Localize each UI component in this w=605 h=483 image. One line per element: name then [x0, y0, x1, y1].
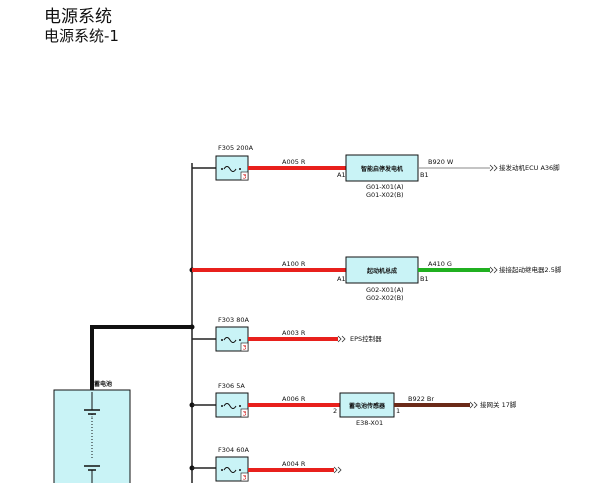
sensor-conn: E38-X01 [356, 419, 383, 427]
fuse-f303-label: F303 80A [218, 316, 249, 324]
fuse-f305-label: F305 200A [218, 144, 254, 152]
battery-label: 蓄电池 [94, 380, 112, 388]
svg-text:3: 3 [243, 345, 247, 352]
fuse-f304: 3 [215, 456, 249, 482]
sensor-pin-out: 1 [396, 407, 400, 415]
fuse-f305: 3 [215, 155, 249, 181]
starter-box [345, 256, 419, 284]
wire-b922-label: B922 Br [408, 395, 434, 403]
wire-a100-label: A100 R [282, 260, 306, 268]
sensor-label: 蓄电池传感器 [349, 402, 386, 410]
alternator-conn2: G01-X02(B) [366, 191, 404, 199]
starter-pin-in: A1 [337, 275, 346, 283]
connector-arrow [333, 466, 342, 474]
wire-a005-label: A005 R [282, 158, 306, 166]
wire-a006-label: A006 R [282, 395, 306, 403]
connector-arrow [469, 401, 478, 409]
sensor-box [339, 392, 395, 418]
fuse-f306: 3 [215, 392, 249, 418]
dest-eps: EPS控制器 [350, 334, 382, 343]
svg-text:3: 3 [243, 411, 247, 418]
battery-feed-wire [90, 325, 192, 392]
junction-dot [189, 324, 195, 330]
dest-start-relay: 接接起动继电器2.5脚 [499, 265, 562, 274]
alternator-conn1: G01-X01(A) [366, 183, 404, 191]
connector-arrow [489, 266, 498, 274]
wire-b920-label: B920 W [428, 158, 454, 166]
connector-arrow [489, 164, 498, 172]
alternator-label: 智能启停发电机 [361, 165, 403, 173]
starter-label: 起动机总成 [366, 267, 397, 275]
svg-text:3: 3 [243, 475, 247, 482]
wire-a003-label: A003 R [282, 329, 306, 337]
fuse-f306-label: F306 5A [218, 382, 245, 390]
starter-conn2: G02-X02(B) [366, 294, 404, 302]
svg-text:3: 3 [243, 174, 247, 181]
wire-a410-label: A410 G [428, 260, 452, 268]
fuse-f303: 3 [215, 326, 249, 352]
connector-arrow [337, 335, 346, 343]
dest-engine-ecu: 接发动机ECU A36脚 [499, 163, 560, 172]
alternator-box [345, 154, 419, 182]
alternator-pin-in: A1 [337, 171, 346, 179]
battery: 蓄电池 [53, 380, 131, 483]
page-subtitle: 电源系统-1 [44, 27, 119, 45]
wire-a004-label: A004 R [282, 460, 306, 468]
sensor-pin-in: 2 [333, 407, 337, 415]
dest-gateway: 接网关 17脚 [480, 400, 517, 409]
starter-conn1: G02-X01(A) [366, 286, 404, 294]
page-title: 电源系统 [44, 7, 112, 27]
starter-pin-out: B1 [420, 275, 429, 283]
fuse-f304-label: F304 60A [218, 446, 249, 454]
alternator-pin-out: B1 [420, 171, 429, 179]
